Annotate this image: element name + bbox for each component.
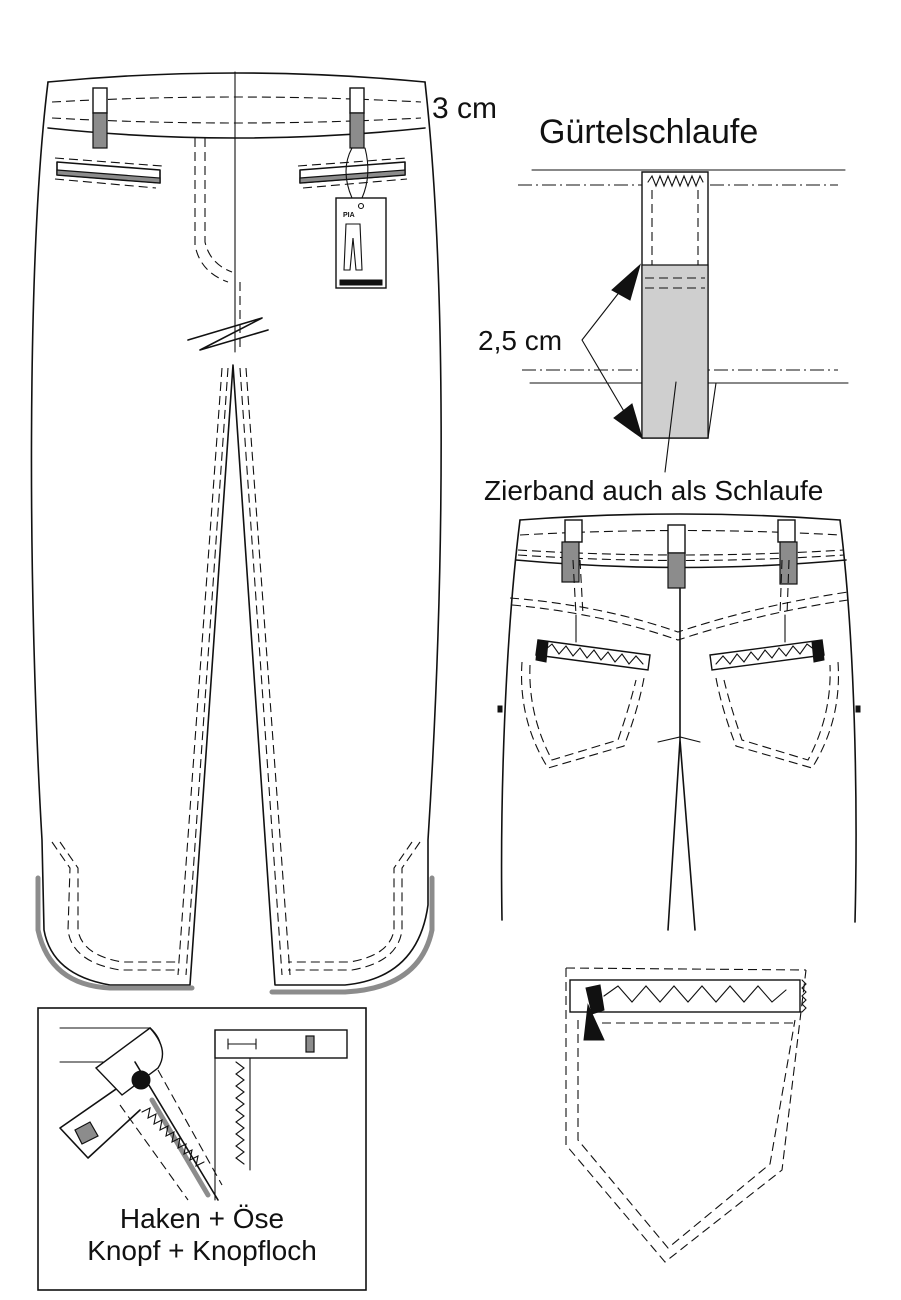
loop-length-label: 2,5 cm — [478, 325, 562, 356]
loop-trim-band — [641, 264, 709, 439]
back-waistband-top — [519, 513, 841, 521]
back-outline-left — [500, 519, 521, 921]
trim-note-label: Zierband auch als Schlaufe — [484, 475, 823, 506]
length-break-mark — [187, 317, 269, 351]
closure-inset: Haken + Öse Knopf + Knopfloch — [37, 1007, 367, 1291]
trim-leader-line — [664, 381, 677, 473]
closure-label-line2: Knopf + Knopfloch — [87, 1235, 317, 1266]
pocket-detail-tack — [585, 984, 605, 1015]
pocket-detail-stitch — [577, 1019, 796, 1249]
hem-stitch — [51, 841, 180, 971]
hang-tag-hole — [357, 202, 365, 210]
front-belt-loop — [349, 87, 365, 114]
back-pocket-zigzag — [715, 643, 816, 665]
closure-label-line1: Haken + Öse — [120, 1203, 284, 1234]
pocket-tack — [811, 639, 825, 663]
closure-inset-frame — [37, 1007, 367, 1291]
front-waistband-top — [47, 72, 426, 83]
front-pocket-trim — [56, 169, 161, 184]
closure-stitch — [157, 1069, 223, 1186]
back-pocket-stitch — [521, 661, 645, 769]
hang-tag-brand: PIA — [343, 212, 355, 219]
back-pocket-flap-left — [535, 639, 651, 671]
front-pocket-stitch — [54, 157, 163, 167]
inseam-stitch — [177, 367, 223, 976]
hem-trim — [35, 875, 195, 991]
pocket-detail-welt — [569, 979, 801, 1013]
back-belt-loop — [777, 519, 796, 543]
hang-tag-string — [345, 147, 369, 199]
arrow-head-bottom — [613, 403, 643, 440]
back-belt-loop-trim — [667, 552, 686, 589]
closure-hook — [227, 1038, 257, 1050]
hem-trim — [269, 875, 435, 995]
closure-overlap — [94, 1027, 164, 1096]
pocket-detail-tack — [583, 1003, 605, 1041]
front-pocket-stitch — [54, 178, 157, 189]
closure-button — [131, 1070, 151, 1090]
back-pocket-zigzag — [544, 643, 644, 665]
hang-tag-sketch — [343, 223, 363, 271]
front-pocket-stitch — [302, 178, 408, 189]
front-belt-loop — [92, 87, 108, 114]
back-belt-loop — [564, 519, 583, 543]
hem-stitch — [59, 841, 180, 963]
back-center-seam — [667, 587, 696, 931]
back-crotch-mark — [657, 736, 701, 743]
closure-stitch — [119, 1104, 189, 1201]
fly-stitch — [194, 138, 229, 283]
front-outline — [30, 81, 442, 986]
front-belt-loop-trim — [92, 112, 108, 149]
arrow-head-top — [611, 263, 641, 301]
hem-stitch — [288, 841, 421, 971]
closure-eye — [305, 1035, 315, 1053]
back-outline-right — [839, 519, 857, 923]
inseam-stitch — [245, 367, 291, 976]
hang-tag-barcode-strip — [339, 279, 383, 286]
inseam-stitch — [185, 367, 229, 976]
belt-loop-detail: Gürtelschlaufe 2,5 cm Zierband auch als … — [478, 113, 849, 506]
waistband-height-label: 3 cm — [432, 92, 497, 125]
front-pocket-trim — [299, 169, 406, 184]
closure-placket-zigzag — [235, 1061, 245, 1165]
pocket-detail-stitch — [565, 967, 807, 971]
front-pocket-stitch — [297, 157, 408, 167]
pocket-side-zigzag — [801, 979, 807, 1013]
hang-tag: PIA — [335, 147, 387, 289]
back-pocket-stitch — [715, 661, 839, 769]
yoke-stitch — [511, 599, 849, 641]
yoke-stitch — [509, 591, 849, 633]
pocket-detail-stitch — [565, 968, 807, 1263]
back-belt-loop — [667, 524, 686, 554]
pocket-detail-zigzag — [603, 985, 787, 1003]
front-view: PIA 3 cm — [30, 71, 497, 995]
pocket-tack — [535, 639, 549, 663]
closure-fly-line — [134, 1061, 219, 1201]
back-belt-loop-trim — [561, 541, 580, 583]
side-tack — [497, 705, 503, 713]
side-tack — [855, 705, 861, 713]
hem-stitch — [288, 841, 413, 963]
pocket-detail — [565, 967, 807, 1263]
inseam-stitch — [239, 367, 283, 976]
front-belt-loop-trim — [349, 112, 365, 149]
closure-hook-patch — [74, 1121, 99, 1145]
yoke-stitch — [779, 559, 790, 616]
yoke-stitch — [572, 559, 584, 616]
loop-zigzag — [647, 174, 704, 188]
closure-fly-zigzag — [141, 1107, 205, 1167]
loop-fold — [707, 382, 717, 439]
back-pocket-stitch — [529, 664, 637, 761]
belt-loop-title: Gürtelschlaufe — [539, 113, 758, 151]
fly-stitch — [204, 138, 233, 273]
back-view — [497, 513, 861, 931]
back-pocket-stitch — [723, 664, 831, 761]
